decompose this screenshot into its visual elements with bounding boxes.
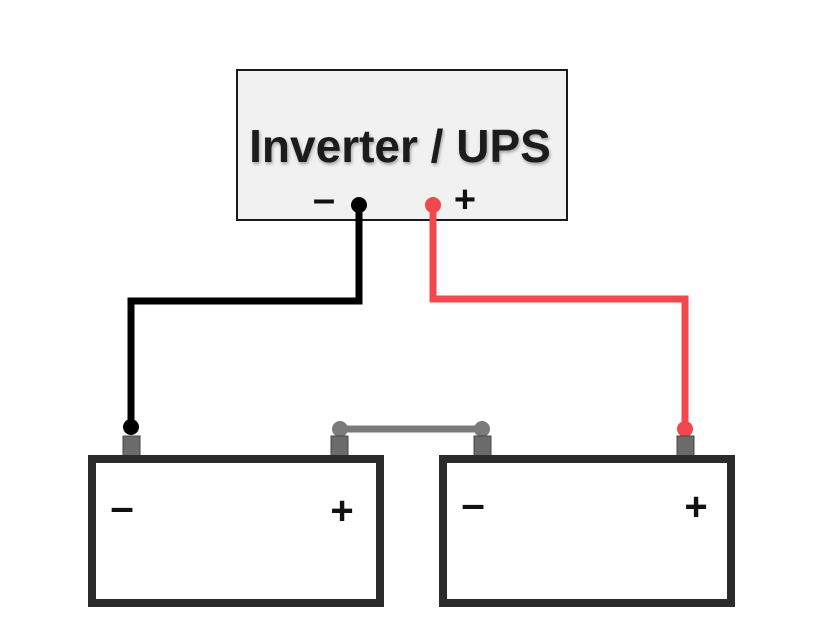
- battery-1-negative-label: –: [110, 483, 133, 530]
- inverter-title: Inverter / UPS: [249, 120, 551, 172]
- battery-1-positive-label: +: [330, 489, 353, 533]
- battery-1: – +: [88, 435, 384, 607]
- inverter-body: [236, 69, 568, 221]
- negative-wire-path: [127, 205, 363, 427]
- series-link-end-left: [332, 421, 348, 437]
- battery-1-body: [88, 455, 384, 607]
- positive-wire-path: [429, 205, 689, 429]
- negative-wire: [123, 197, 367, 435]
- inverter-positive-label: +: [454, 179, 476, 221]
- inverter-box: Inverter / UPS – +: [236, 69, 568, 221]
- battery-2: – +: [439, 435, 735, 607]
- battery-2-positive-post: [676, 435, 695, 458]
- battery-2-negative-label: –: [461, 480, 484, 527]
- positive-wire: [425, 197, 693, 437]
- battery-2-body: [439, 455, 735, 607]
- inverter-negative-label: –: [313, 177, 335, 221]
- positive-wire-end: [677, 421, 693, 437]
- battery-1-positive-post: [330, 435, 349, 458]
- battery-2-positive-label: +: [684, 485, 707, 529]
- inverter-negative-terminal: [351, 197, 367, 213]
- battery-1-negative-post: [122, 435, 141, 458]
- battery-2-negative-post: [473, 435, 492, 458]
- series-link-end-right: [474, 421, 490, 437]
- inverter-positive-terminal: [425, 197, 441, 213]
- series-link-cable: [332, 421, 490, 437]
- negative-wire-end: [123, 419, 139, 435]
